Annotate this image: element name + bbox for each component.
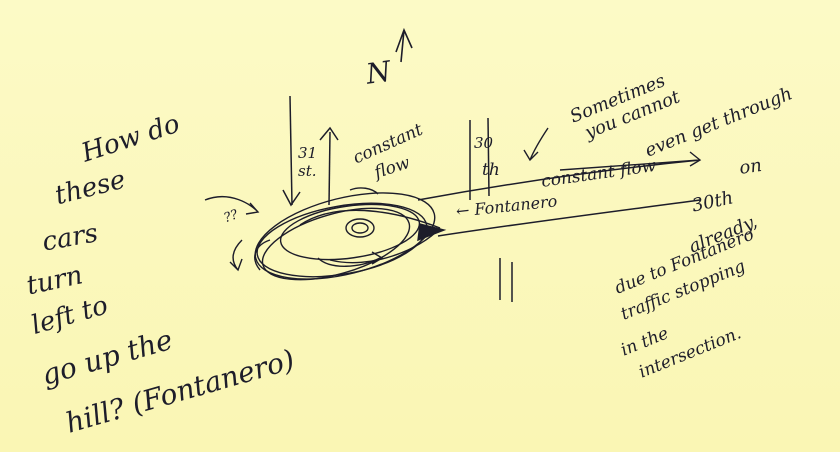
street-30-suffix: th bbox=[482, 160, 500, 180]
north-arrow bbox=[396, 30, 412, 62]
north-label: N bbox=[364, 55, 393, 91]
street-30-line-right bbox=[488, 118, 489, 196]
street-31-number: 31 bbox=[298, 144, 317, 162]
street-31-suffix: st. bbox=[298, 162, 317, 180]
intersection-swirl bbox=[247, 177, 444, 295]
street-31-line-left bbox=[290, 96, 292, 205]
street-31-arrow bbox=[320, 128, 338, 140]
note-line-4: on bbox=[738, 155, 763, 179]
street-31-line-right bbox=[329, 132, 330, 205]
street-30-number: 30 bbox=[474, 134, 493, 152]
arrow-down-left bbox=[230, 240, 242, 270]
arrow-sometimes bbox=[524, 128, 548, 160]
